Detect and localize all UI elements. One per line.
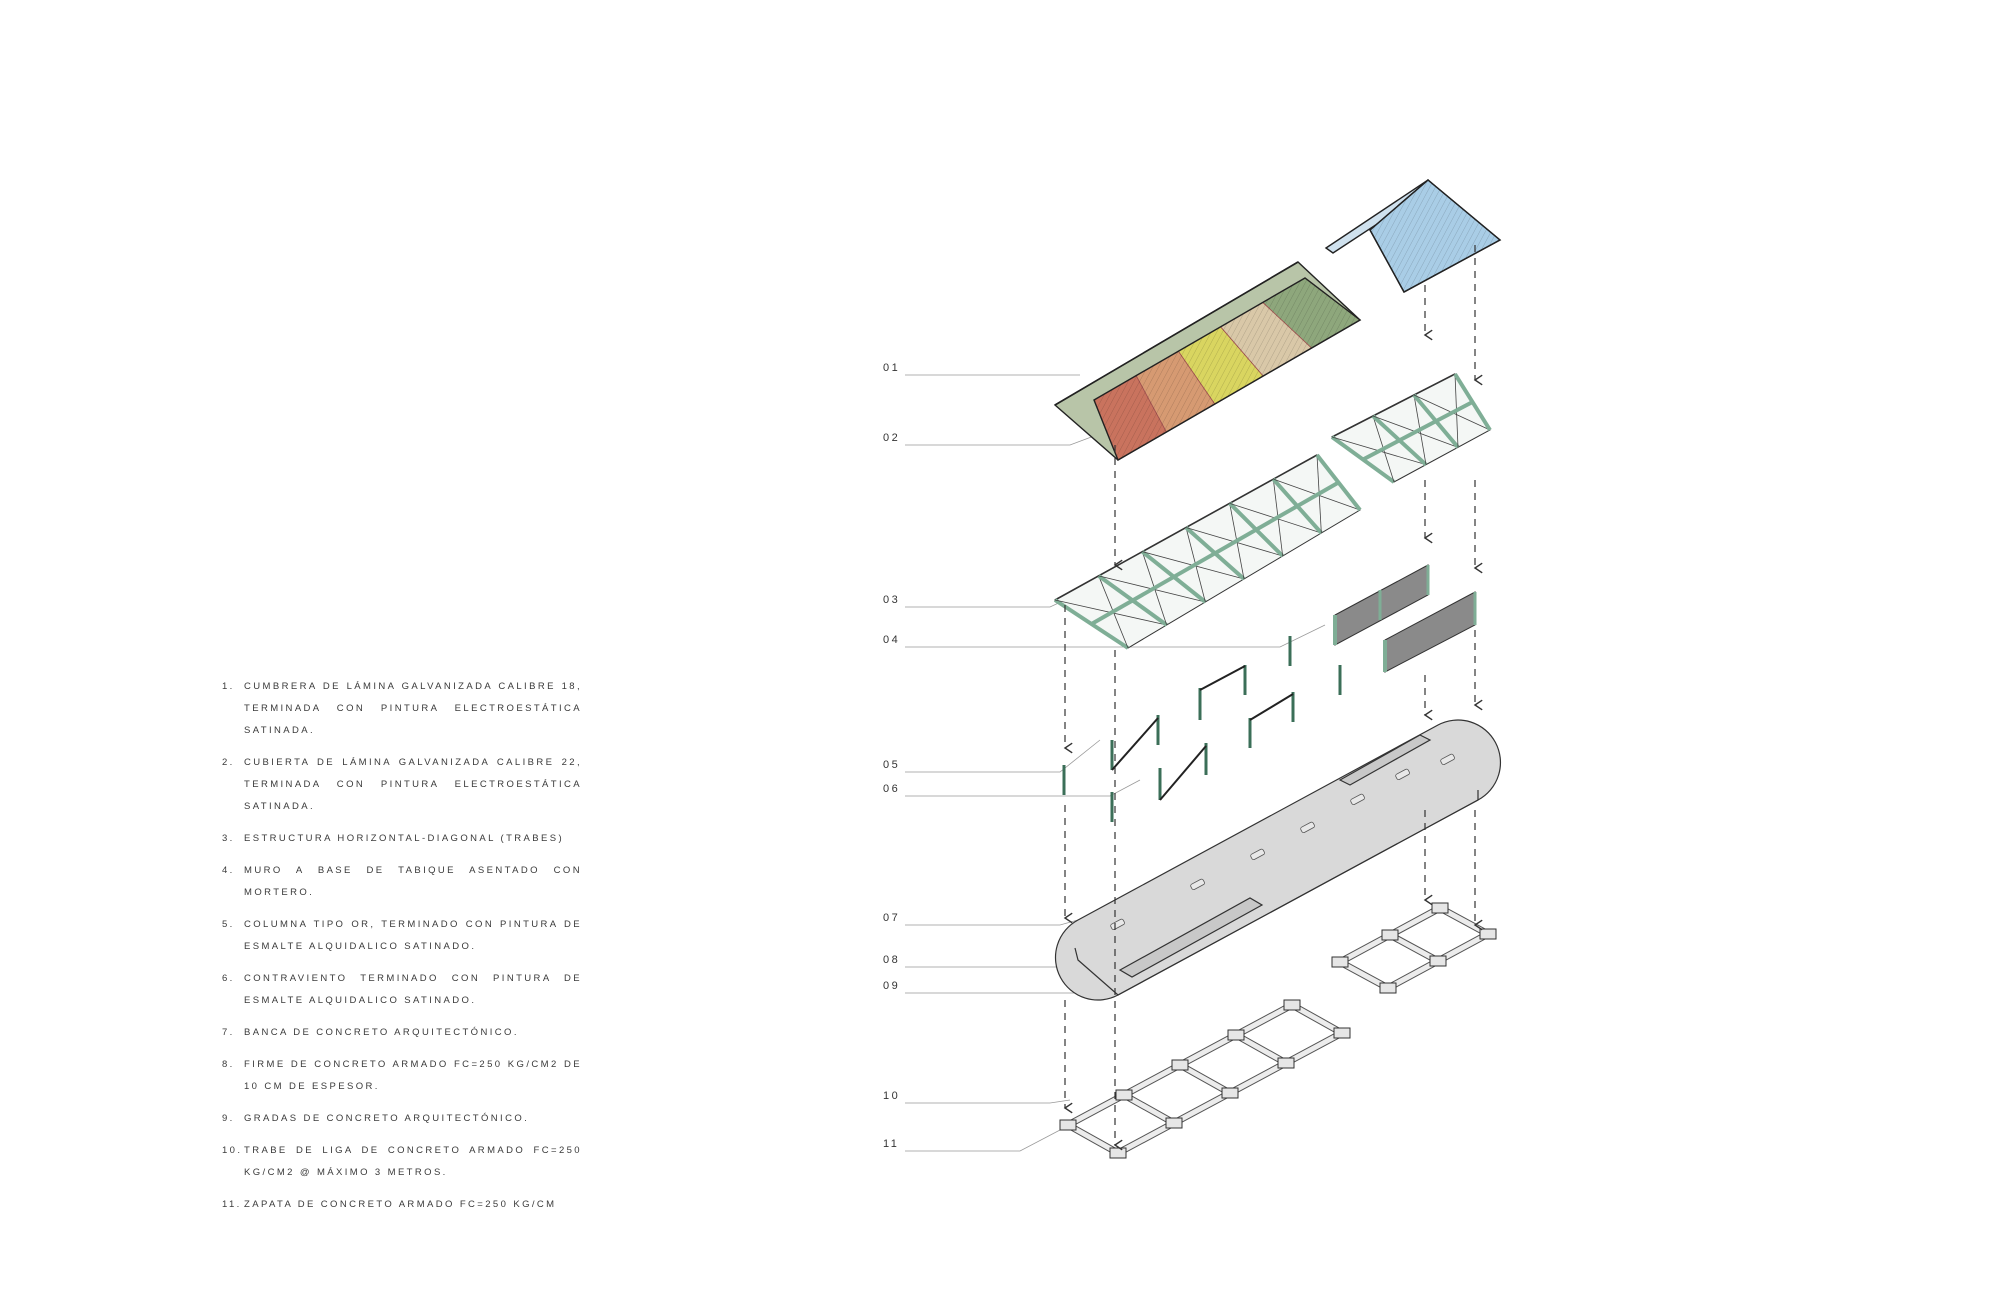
legend-item-number: 6. (222, 973, 235, 984)
concrete-slab (1054, 719, 1502, 1001)
callout-08: 08 (883, 954, 901, 966)
legend-item: 1. Cumbrera de lámina galvanizada calibre… (222, 676, 582, 742)
legend-item-number: 10. (222, 1145, 243, 1156)
legend-item-text: Cubierta de lámina galvanizada calibre 2… (244, 757, 582, 812)
legend-item-number: 8. (222, 1059, 235, 1070)
main-truss (1053, 453, 1362, 650)
legend-item-text: Muro a base de tabique asentado con mort… (244, 865, 582, 898)
legend-item-text: Contraviento terminado con pintura de es… (244, 973, 582, 1006)
legend-item-text: Cumbrera de lámina galvanizada calibre 1… (244, 681, 582, 736)
legend-item: 6. Contraviento terminado con pintura de … (222, 968, 582, 1012)
legend-item-text: Firme de concreto armado fc=250 kg/cm2 d… (244, 1059, 582, 1092)
legend-item-number: 7. (222, 1027, 235, 1038)
legend-item: 11.Zapata de concreto armado fc=250 kg/c… (222, 1194, 582, 1216)
walls (1333, 564, 1477, 673)
callout-10: 10 (883, 1090, 901, 1102)
legend-item: 8. Firme de concreto armado fc=250 kg/cm2… (222, 1054, 582, 1098)
callout-04: 04 (883, 634, 901, 646)
legend-item-number: 11. (222, 1199, 242, 1210)
small-roof (1324, 179, 1502, 293)
legend-item-text: Gradas de concreto arquitectónico. (244, 1113, 530, 1124)
callout-07: 07 (883, 912, 901, 924)
alignment-arrows (1063, 245, 1483, 1151)
small-truss (1330, 372, 1492, 484)
callout-05: 05 (883, 759, 901, 771)
legend-item: 3. Estructura horizontal-diagonal (trabes… (222, 828, 582, 850)
small-foundation (1331, 902, 1497, 994)
legend-item: 5. Columna tipo OR, terminado con pintura… (222, 914, 582, 958)
main-roof (1053, 261, 1362, 462)
legend-item-text: Zapata de concreto armado fc=250 kg/cm (244, 1199, 557, 1210)
legend-item: 7. Banca de concreto arquitectónico. (222, 1022, 582, 1044)
legend-item-number: 1. (222, 681, 235, 692)
callout-11: 11 (883, 1138, 900, 1150)
legend-item-number: 4. (222, 865, 235, 876)
legend-item: 2. Cubierta de lámina galvanizada calibre… (222, 752, 582, 818)
callout-06: 06 (883, 783, 901, 795)
legend-item-text: Columna tipo OR, terminado con pintura d… (244, 919, 582, 952)
legend-item: 9. Gradas de concreto arquitectónico. (222, 1108, 582, 1130)
callout-02: 02 (883, 432, 901, 444)
main-foundation (1059, 999, 1351, 1159)
legend-item-text: Estructura horizontal-diagonal (trabes) (244, 833, 565, 844)
legend-item-number: 2. (222, 757, 235, 768)
callout-03: 03 (883, 594, 901, 606)
legend-list: 1. Cumbrera de lámina galvanizada calibre… (222, 676, 582, 1226)
legend-item: 4. Muro a base de tabique asentado con mo… (222, 860, 582, 904)
columns-and-bracing (1062, 636, 1342, 822)
legend-item-number: 5. (222, 919, 235, 930)
callout-01: 01 (883, 362, 901, 374)
legend-item-number: 3. (222, 833, 235, 844)
legend-item-number: 9. (222, 1113, 235, 1124)
callout-09: 09 (883, 980, 901, 992)
legend-item: 10.Trabe de liga de concreto armado fc=2… (222, 1140, 582, 1184)
legend-item-text: Banca de concreto arquitectónico. (244, 1027, 519, 1038)
legend-item-text: Trabe de liga de concreto armado fc=250 … (244, 1145, 582, 1178)
